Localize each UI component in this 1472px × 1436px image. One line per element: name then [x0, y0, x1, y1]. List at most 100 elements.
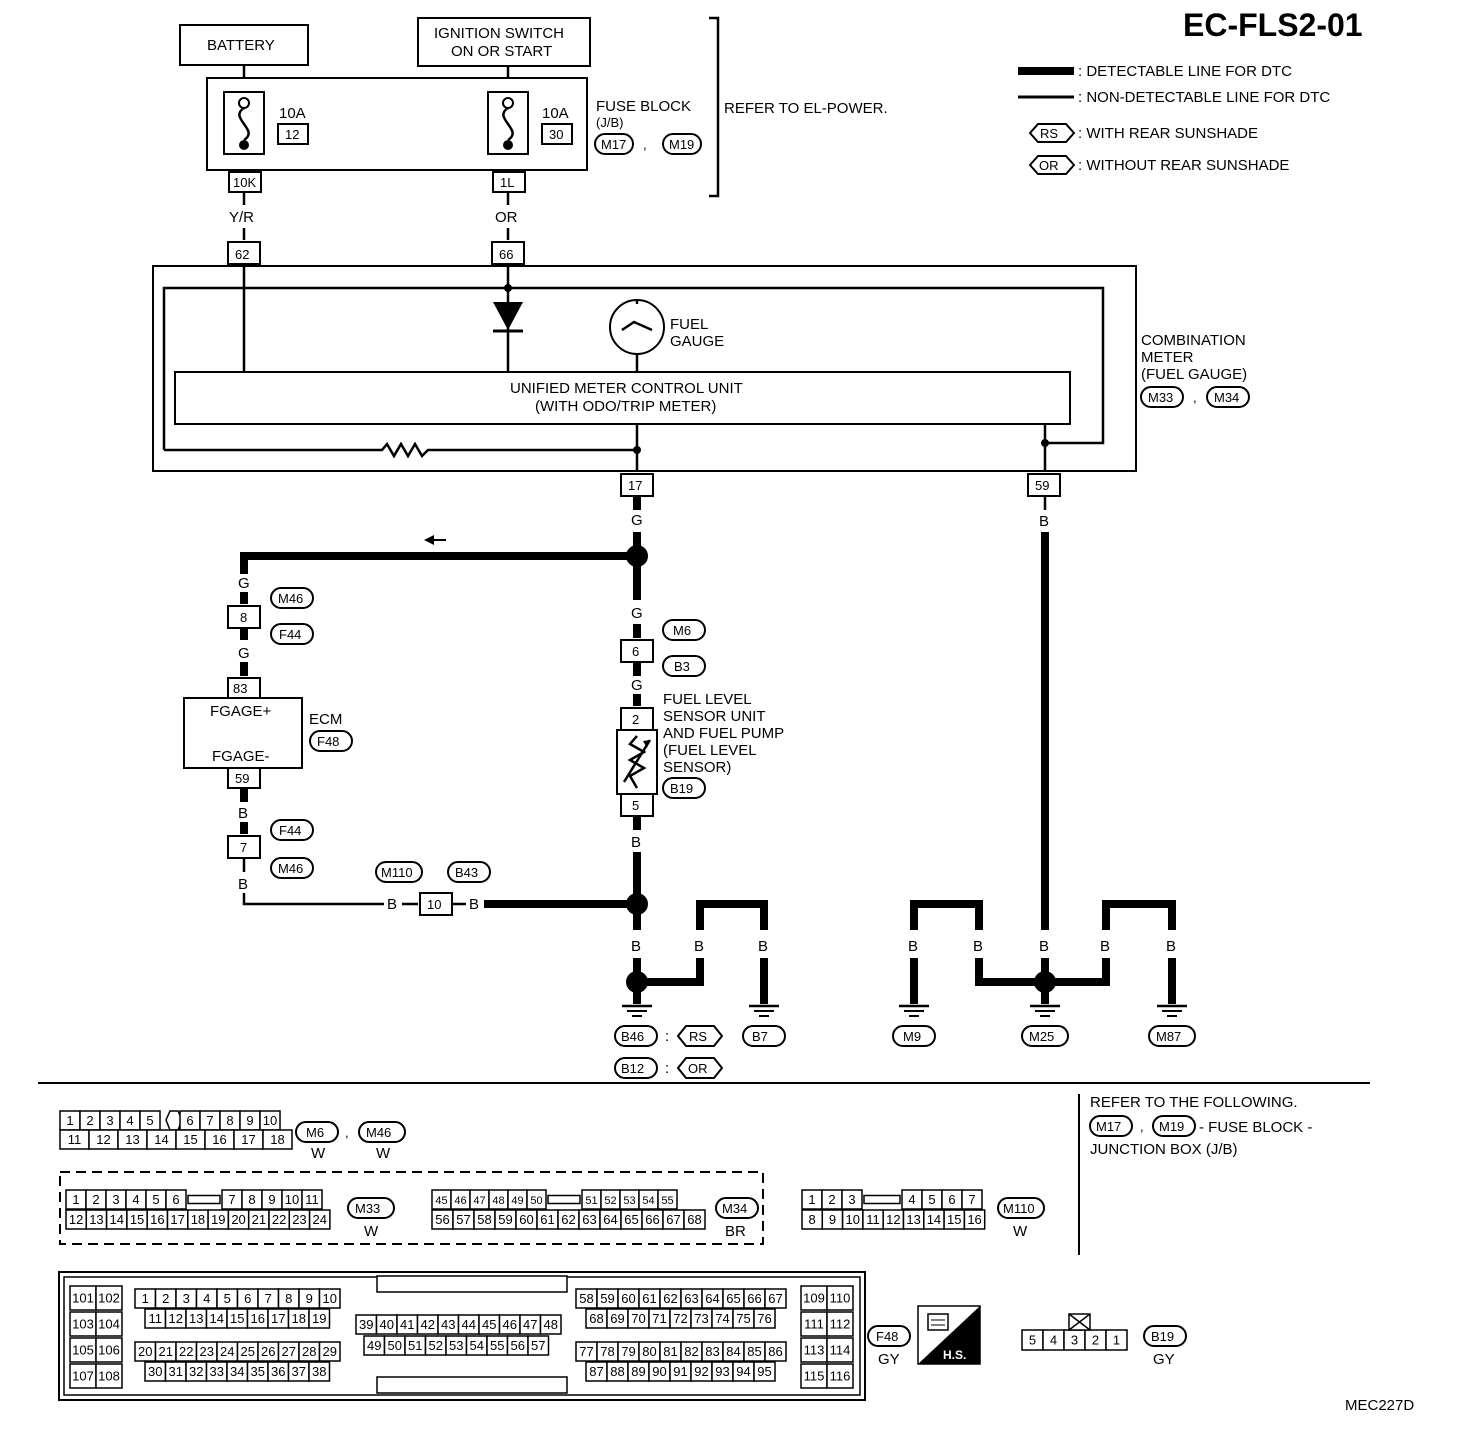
- ground-icon-m87: [1157, 1004, 1187, 1017]
- wire-y-r: Y/R: [229, 209, 254, 226]
- f48-a4-cell: [308, 1361, 331, 1382]
- f48-b1-pin-label: 48: [544, 1317, 558, 1332]
- sensor-label2: SENSOR UNIT: [663, 708, 766, 725]
- conn-m34-tag: [1206, 386, 1250, 408]
- b19-cavity-x-icon: [1068, 1313, 1091, 1331]
- m6-row2-pin-label: 14: [154, 1132, 168, 1147]
- conn-m17-tag: [594, 133, 634, 155]
- m6-row1-pin-label: 2: [86, 1113, 93, 1128]
- m6-row2-pin-label: 15: [183, 1132, 197, 1147]
- wire-b-ecm-1: B: [238, 805, 248, 822]
- m110-row1-pin-label: 5: [928, 1192, 935, 1207]
- face-m6-comma: ,: [345, 1125, 349, 1140]
- f48-a1-pin-label: 6: [244, 1291, 251, 1306]
- legend-rs-tag: RS: [1040, 126, 1058, 141]
- diode-icon: [493, 302, 523, 330]
- f48-c3-pin-label: 79: [621, 1344, 635, 1359]
- m110-row1-pin-label: 3: [848, 1192, 855, 1207]
- hs-label: H.S.: [943, 1348, 966, 1362]
- ground-rs-tag: RS: [689, 1029, 707, 1044]
- m34-row1-pin-label: 51: [585, 1195, 597, 1207]
- face-m110-tag: M110: [1003, 1201, 1035, 1216]
- unit-label1: UNIFIED METER CONTROL UNIT: [510, 380, 743, 397]
- fuse1-number: 12: [285, 127, 299, 142]
- m34-row2-pin-label: 66: [645, 1212, 659, 1227]
- conn-m17-label: M17: [601, 137, 626, 152]
- f48-c2-pin-label: 69: [610, 1311, 624, 1326]
- fuse2-number: 30: [549, 127, 563, 142]
- m33-row2-pin-label: 19: [211, 1212, 225, 1227]
- f48-a1-pin-label: 1: [142, 1291, 149, 1306]
- conn-b43-tag: [447, 861, 491, 883]
- face-m33-color: W: [364, 1223, 379, 1240]
- refer-el-power: REFER TO EL-POWER.: [724, 100, 888, 117]
- ecm-pin-59: 59: [235, 771, 249, 786]
- m6-row1b-pin-label: 9: [246, 1113, 253, 1128]
- m6-row2-pin-label: 18: [270, 1132, 284, 1147]
- f48-c4-pin-label: 91: [673, 1364, 687, 1379]
- f48-a3-pin-label: 29: [323, 1344, 337, 1359]
- f48-b1-pin-label: 45: [482, 1317, 496, 1332]
- legend-non-detectable: : NON-DETECTABLE LINE FOR DTC: [1078, 89, 1330, 106]
- pin-8-junction: 8: [240, 610, 247, 625]
- f48-c3-pin-label: 77: [579, 1344, 593, 1359]
- pin-59-meter: 59: [1035, 478, 1049, 493]
- f48-a1-pin-label: 4: [203, 1291, 210, 1306]
- ecm-pin-83: 83: [233, 681, 247, 696]
- face-m33-tag: M33: [355, 1201, 380, 1216]
- f48-a1-pin-label: 3: [183, 1291, 190, 1306]
- fuse-block-label2: (J/B): [596, 115, 623, 130]
- fuse1-amp: 10A: [279, 105, 306, 122]
- f48-b2-pin-label: 50: [388, 1338, 402, 1353]
- wire-b-joint-2: B: [469, 896, 479, 913]
- m34-row2-pin-label: 68: [687, 1212, 701, 1227]
- face-m110-color: W: [1013, 1223, 1028, 1240]
- m110-row1-key-slot: [863, 1194, 901, 1205]
- legend-or-text: : WITHOUT REAR SUNSHADE: [1078, 157, 1289, 174]
- m110-row1-cell: [961, 1189, 983, 1210]
- m110-row2-pin-label: 15: [947, 1212, 961, 1227]
- f48-a3-pin-label: 20: [138, 1344, 152, 1359]
- f48-c1-pin-label: 63: [684, 1291, 698, 1306]
- f48-left-pin-label: 102: [98, 1291, 120, 1306]
- f48-a3-pin-label: 26: [261, 1344, 275, 1359]
- m33-row1-pin-label: 3: [112, 1192, 119, 1207]
- conn-b19-tag: [662, 777, 706, 799]
- m34-row2-pin-label: 56: [435, 1212, 449, 1227]
- m33-row2-pin-label: 17: [170, 1212, 184, 1227]
- m34-row1-pin-label: 53: [623, 1195, 635, 1207]
- conn-m33-label: M33: [1148, 390, 1173, 405]
- colon-1: :: [665, 1028, 669, 1045]
- f48-right-cell: [826, 1337, 854, 1363]
- sensor-pin-2: 2: [632, 712, 639, 727]
- conn-m46-tag-2: [270, 857, 314, 879]
- direction-arrow-icon: [424, 535, 434, 545]
- f48-c3-pin-label: 86: [768, 1344, 782, 1359]
- b19-cell: [1105, 1329, 1128, 1351]
- ecm-fgage-plus: FGAGE+: [210, 703, 272, 720]
- refer-line3: JUNCTION BOX (J/B): [1090, 1141, 1238, 1158]
- f48-a3-pin-label: 21: [159, 1344, 173, 1359]
- ground-icon-m9: [899, 1004, 929, 1017]
- m33-row1-pin-label: 4: [132, 1192, 139, 1207]
- ground-b46-label: B46: [621, 1029, 644, 1044]
- m6-row2-pin-label: 13: [125, 1132, 139, 1147]
- b19-pin-label: 3: [1071, 1333, 1078, 1348]
- f48-b1-pin-label: 47: [523, 1317, 537, 1332]
- conn-f44-label-2: F44: [279, 823, 301, 838]
- f48-a3-cell: [318, 1341, 341, 1362]
- f48-c1-pin-label: 61: [642, 1291, 656, 1306]
- sensor-pin-5: 5: [632, 798, 639, 813]
- f48-a3-pin-label: 25: [241, 1344, 255, 1359]
- m33-row2-cell: [308, 1209, 331, 1230]
- f48-c2-pin-label: 74: [715, 1311, 729, 1326]
- m34-row2-pin-label: 57: [456, 1212, 470, 1227]
- diagram-title: EC-FLS2-01: [1183, 7, 1363, 43]
- conn-f44-tag-1: [270, 623, 314, 645]
- m6-row1b-pin-label: 10: [263, 1113, 277, 1128]
- m110-row2-pin-label: 9: [829, 1212, 836, 1227]
- m6-row1-pin-label: 3: [106, 1113, 113, 1128]
- m110-row2-pin-label: 10: [846, 1212, 860, 1227]
- combination-meter: [152, 265, 1137, 472]
